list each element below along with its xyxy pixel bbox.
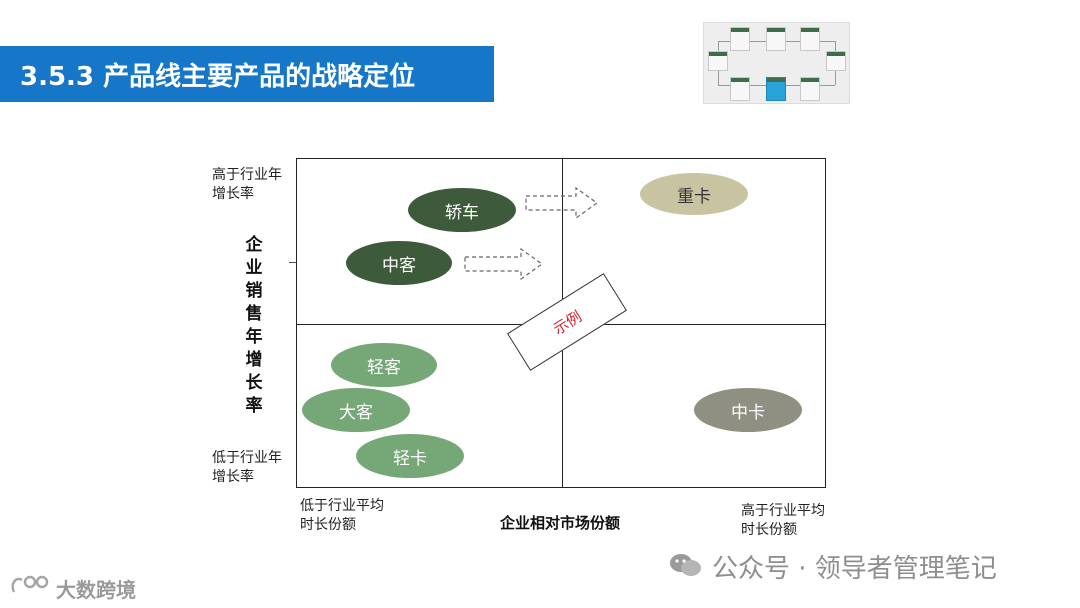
- page-title: 3.5.3 产品线主要产品的战略定位: [20, 62, 416, 92]
- process-thumbnail: [703, 22, 850, 104]
- product-midtruck: 中卡: [694, 388, 802, 432]
- y-high-label: 高于行业年增长率: [212, 167, 282, 202]
- y-axis-char: 售: [245, 304, 263, 324]
- product-sedan: 轿车: [408, 188, 516, 232]
- title-bar: 3.5.3 产品线主要产品的战略定位: [0, 46, 494, 102]
- y-axis-char: 增: [245, 350, 263, 370]
- y-axis-char: 年: [245, 327, 263, 347]
- product-lightbus: 轻客: [331, 343, 437, 387]
- brand-logo-icon: [11, 575, 49, 593]
- y-axis-label: 企 业 销 售 年 增 长 率: [244, 234, 264, 418]
- y-axis-char: 率: [245, 396, 263, 416]
- product-heavytruck: 重卡: [640, 173, 748, 215]
- y-axis-char: 销: [245, 281, 263, 301]
- y-low-label: 低于行业年增长率: [212, 450, 282, 485]
- wechat-watermark: 公众号 · 领导者管理笔记: [712, 554, 997, 584]
- y-axis-char: 业: [245, 258, 263, 278]
- wechat-icon: [670, 554, 701, 576]
- y-axis-char: 企: [245, 235, 263, 255]
- dashed-arrow-icon: [464, 247, 544, 281]
- sample-stamp-text: 示例: [549, 306, 585, 339]
- product-midbus: 中客: [346, 241, 452, 285]
- axis-tick: [289, 262, 297, 263]
- y-axis-char: 长: [245, 373, 263, 393]
- dashed-arrow-icon: [525, 186, 599, 220]
- x-axis-label: 企业相对市场份额: [499, 514, 620, 532]
- x-high-label: 高于行业平均时长份额: [741, 503, 825, 538]
- product-lighttruck: 轻卡: [356, 434, 464, 478]
- product-bigbus: 大客: [302, 388, 410, 432]
- brand-watermark: 大数跨境: [56, 578, 136, 602]
- x-low-label: 低于行业平均时长份额: [300, 498, 384, 533]
